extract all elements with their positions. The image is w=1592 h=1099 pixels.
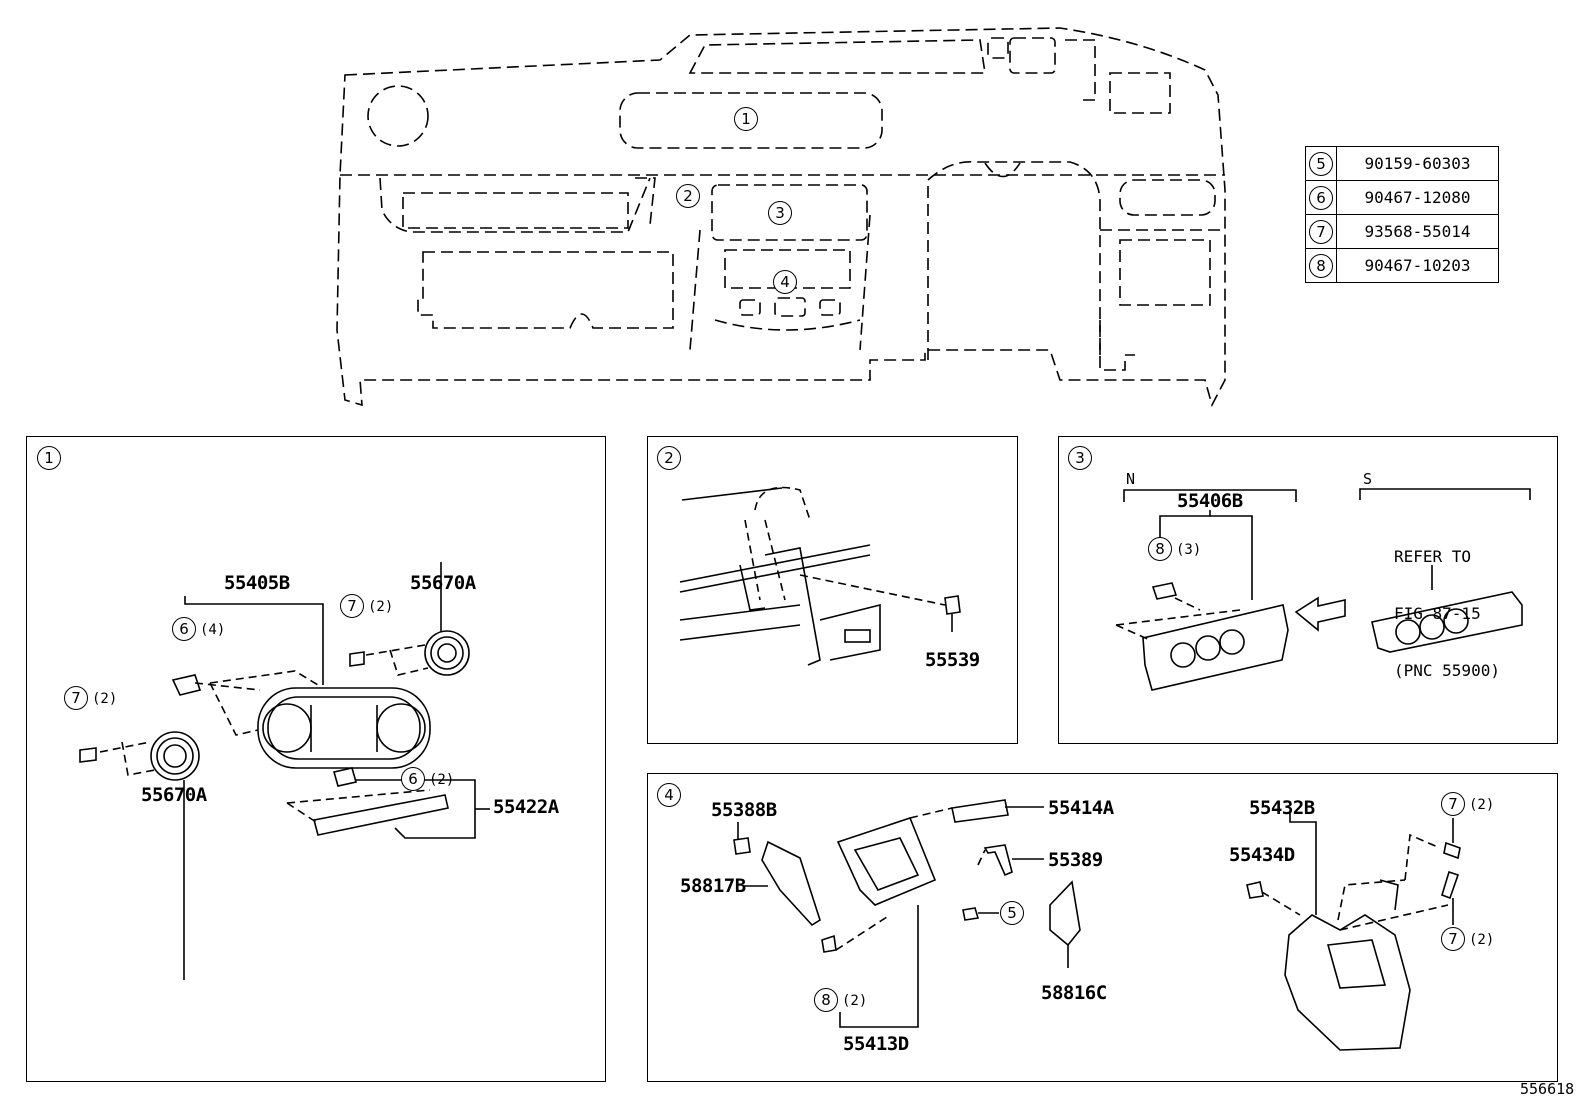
panel4-id-circle: 4 [657,783,681,807]
group-label-n: N [1126,470,1136,488]
label-55414A: 55414A [1048,797,1114,819]
label-55388B: 55388B [711,799,777,821]
qty-label: (2) [368,599,394,615]
legend-row: 8 90467-10203 [1305,248,1499,283]
panel3-id-circle: 3 [1068,446,1092,470]
fastener-7-callout: 7 [340,594,364,618]
qty-label: (2) [429,772,455,788]
label-55432B: 55432B [1249,797,1315,819]
legend-part-number: 93568-55014 [1336,214,1499,249]
label-55405B: 55405B [224,572,290,594]
fastener-5-callout: 5 [1000,901,1024,925]
legend-part-number: 90467-10203 [1336,248,1499,283]
overview-callout-1: 1 [734,107,758,131]
legend-row: 5 90159-60303 [1305,146,1499,181]
qty-label: (2) [1469,797,1495,813]
panel2-dashes [744,486,946,606]
legend-ref-8: 8 [1309,253,1333,278]
overview-callout-2: 2 [676,184,700,208]
overview-callout-4: 4 [773,270,797,294]
panel2-parts [679,487,961,666]
dashboard-overview [336,27,1226,408]
refer-note-line: REFER TO [1394,547,1472,566]
legend-ref-7: 7 [1309,219,1333,244]
fastener-7-callout: 7 [64,686,88,710]
figure-id: 556618 [1520,1080,1575,1098]
panel3-parts [1123,488,1531,691]
group-label-s: S [1363,470,1373,488]
panel1-parts [79,562,490,980]
refer-note-line: (PNC 55900) [1394,661,1500,680]
legend-row: 7 93568-55014 [1305,214,1499,249]
label-55670A-left: 55670A [141,784,207,806]
label-55670A-right: 55670A [410,572,476,594]
qty-label: (2) [1469,932,1495,948]
label-55406B: 55406B [1177,490,1243,512]
refer-note-line: FIG 87-15 [1394,604,1481,623]
detail-panel-3 [1058,436,1558,744]
legend-ref-5: 5 [1309,151,1333,176]
fastener-7-callout: 7 [1441,792,1465,816]
detail-panel-1 [26,436,606,1082]
fastener-7-callout: 7 [1441,927,1465,951]
panel4-parts [733,799,1461,1051]
legend-ref-6: 6 [1309,185,1333,210]
label-55389: 55389 [1048,849,1103,871]
legend-part-number: 90467-12080 [1336,180,1499,215]
qty-label: (2) [842,993,868,1009]
label-55422A: 55422A [493,796,559,818]
qty-label: (4) [200,622,226,638]
panel3-dashes [1115,597,1241,641]
qty-label: (3) [1176,542,1202,558]
panel4-dashes [835,807,1449,951]
label-55434D: 55434D [1229,844,1295,866]
panel1-dashes [99,644,431,823]
panel1-id-circle: 1 [37,446,61,470]
label-55413D: 55413D [843,1033,909,1055]
overview-callout-3: 3 [768,201,792,225]
qty-label: (2) [92,691,118,707]
label-58817B: 58817B [680,875,746,897]
panel2-id-circle: 2 [657,446,681,470]
fastener-8-callout: 8 [1148,537,1172,561]
fastener-8-callout: 8 [814,988,838,1012]
legend-part-number: 90159-60303 [1336,146,1499,181]
fastener-legend-table: 5 90159-60303 6 90467-12080 7 93568-5501… [1305,146,1499,283]
refer-note: REFER TO FIG 87-15 (PNC 55900) [1394,509,1500,699]
fastener-6-callout: 6 [172,617,196,641]
detail-panel-2 [647,436,1018,744]
label-58816C: 58816C [1041,982,1107,1004]
detail-panel-4 [647,773,1558,1082]
fastener-6-callout: 6 [401,767,425,791]
legend-row: 6 90467-12080 [1305,180,1499,215]
label-55539: 55539 [925,649,980,671]
